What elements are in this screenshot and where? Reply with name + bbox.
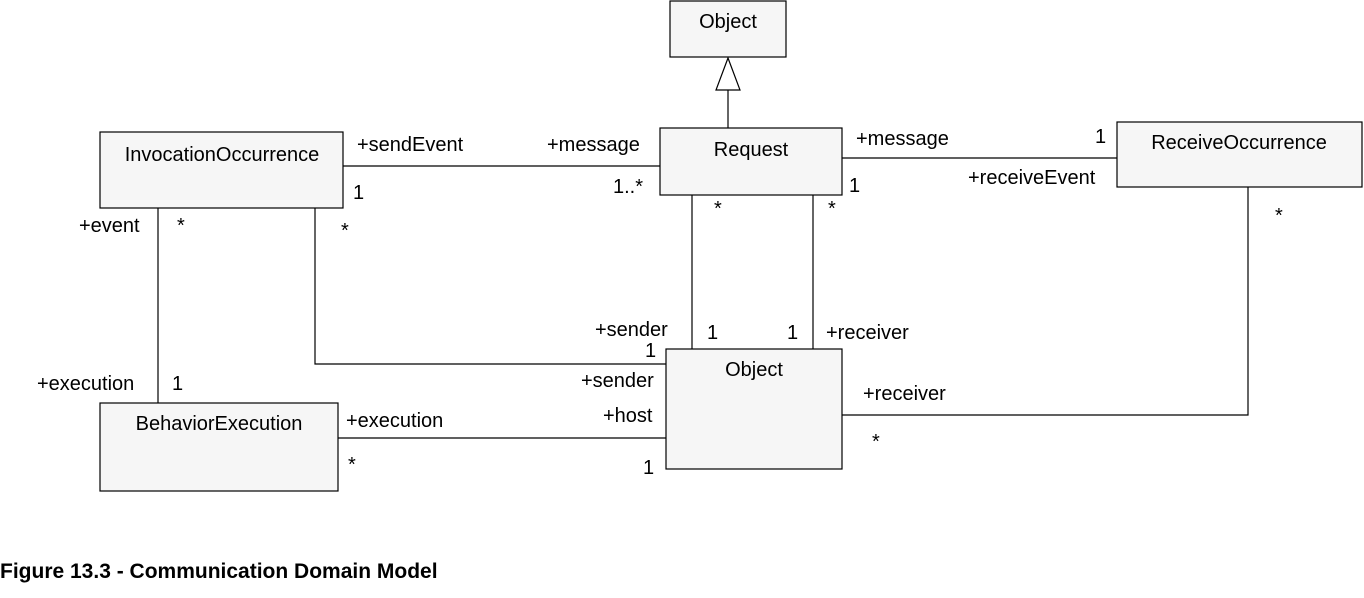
role-receiver-upper: +receiver xyxy=(826,322,909,344)
class-object-top: Object xyxy=(669,0,787,58)
role-sender-upper: +sender xyxy=(595,319,668,341)
class-receive-occurrence-label: ReceiveOccurrence xyxy=(1151,132,1327,154)
class-receive-occurrence: ReceiveOccurrence xyxy=(1116,121,1363,188)
association-invocation-sender xyxy=(314,208,666,365)
role-send-event: +sendEvent xyxy=(357,134,464,156)
mult-req-receiver-star: * xyxy=(828,198,836,220)
role-event: +event xyxy=(79,215,140,237)
mult-req-msg-right: 1 xyxy=(849,175,860,197)
class-object-mid: Object xyxy=(665,348,843,470)
association-receive-receiver xyxy=(842,187,1249,416)
role-sender-lower: +sender xyxy=(581,370,654,392)
mult-recv-msg: 1 xyxy=(1095,126,1106,148)
class-request-label: Request xyxy=(714,139,789,161)
class-request: Request xyxy=(659,127,843,196)
mult-req-sender-star: * xyxy=(714,198,722,220)
class-object-top-label: Object xyxy=(699,11,757,33)
mult-behavior-star: * xyxy=(348,454,356,476)
mult-receiver-one: 1 xyxy=(787,322,798,344)
mult-host-one: 1 xyxy=(643,457,654,479)
class-object-mid-label: Object xyxy=(725,359,783,381)
role-execution-behavior: +execution xyxy=(346,410,443,432)
role-message-left: +message xyxy=(547,134,640,156)
role-execution-left: +execution xyxy=(37,373,134,395)
mult-inv-send: 1 xyxy=(353,182,364,204)
class-behavior-execution: BehaviorExecution xyxy=(99,402,339,492)
class-behavior-execution-label: BehaviorExecution xyxy=(136,413,303,435)
figure-caption: Figure 13.3 - Communication Domain Model xyxy=(0,560,438,583)
mult-inv-star: * xyxy=(177,215,185,237)
mult-req-msg-left: 1..* xyxy=(613,176,643,198)
generalization-arrowhead xyxy=(715,56,741,91)
class-invocation-occurrence: InvocationOccurrence xyxy=(99,131,344,209)
mult-sender-one: 1 xyxy=(707,322,718,344)
role-receiver-lower: +receiver xyxy=(863,383,946,405)
mult-obj-sender-one: 1 xyxy=(645,340,656,362)
role-receive-event: +receiveEvent xyxy=(968,167,1096,189)
mult-obj-receiver-star: * xyxy=(872,431,880,453)
role-host: +host xyxy=(603,405,653,427)
mult-inv-sender-star: * xyxy=(341,220,349,242)
class-invocation-occurrence-label: InvocationOccurrence xyxy=(125,144,320,166)
role-message-right: +message xyxy=(856,128,949,150)
mult-exec-one: 1 xyxy=(172,373,183,395)
mult-recv-star: * xyxy=(1275,205,1283,227)
